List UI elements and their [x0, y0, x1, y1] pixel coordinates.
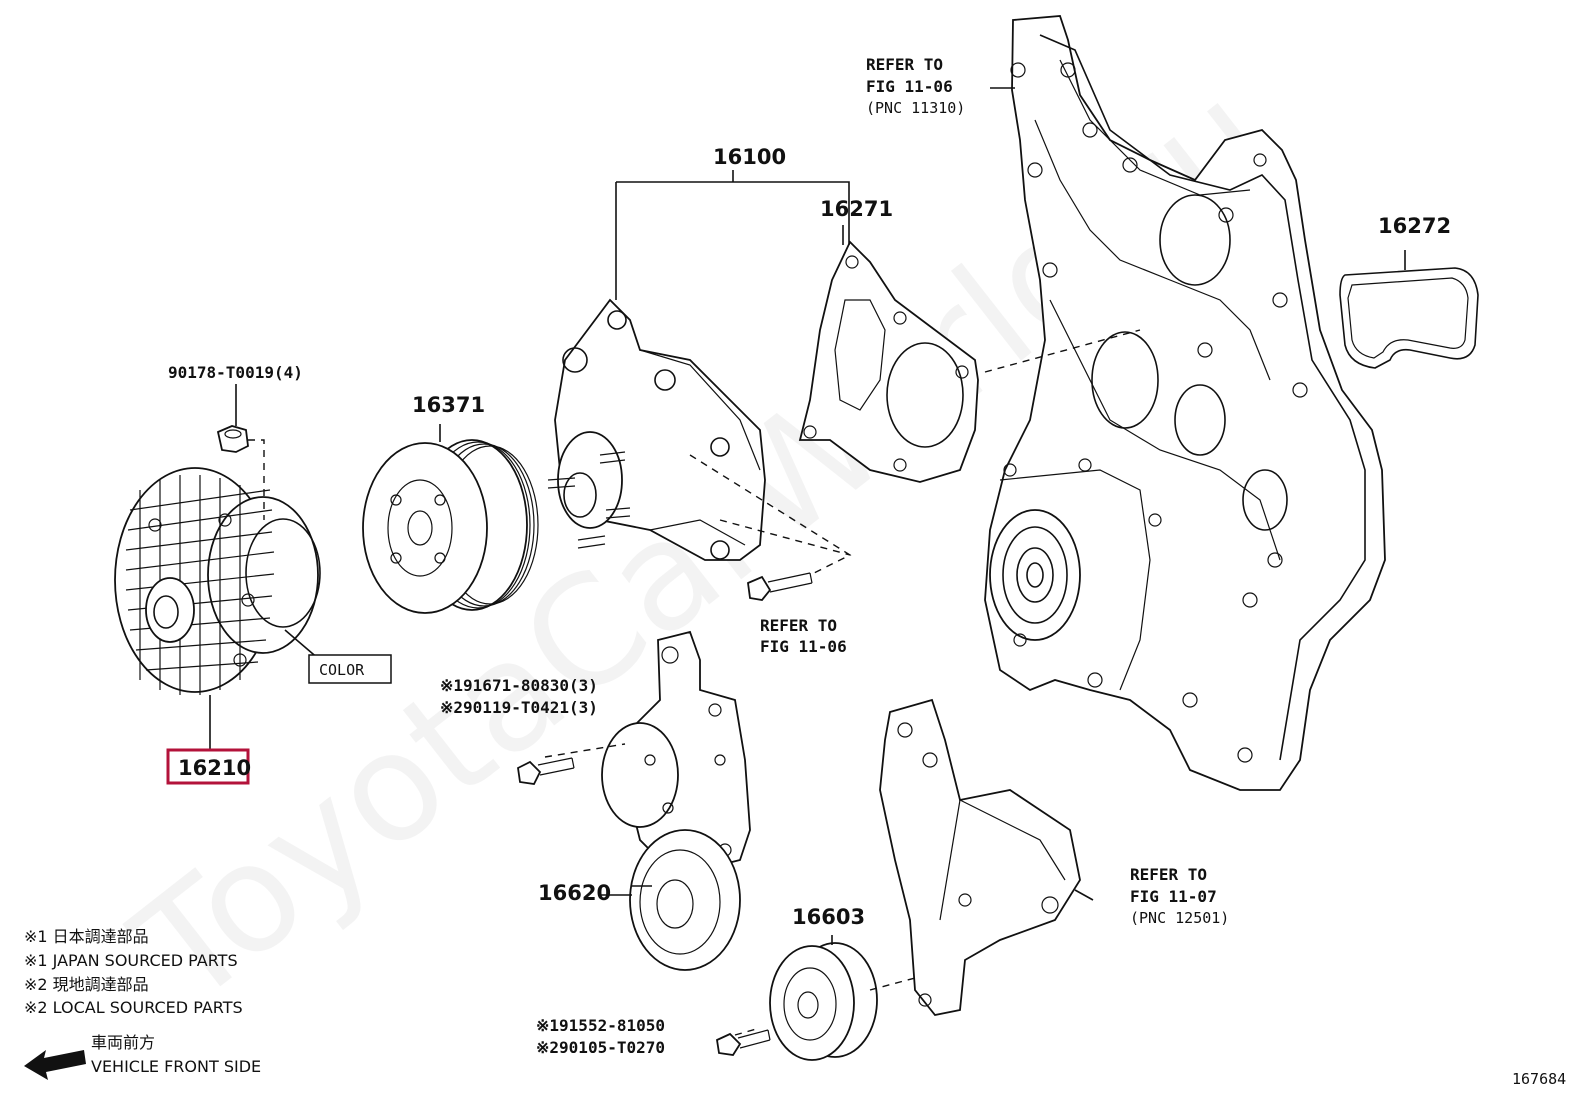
pulley-16371-drawing [362, 439, 539, 614]
timing-cover-drawing [984, 15, 1386, 791]
fig-line: FIG 11-06 [866, 77, 953, 96]
part-label-16371[interactable]: 16371 [412, 393, 485, 417]
fig-line: FIG 11-06 [760, 637, 847, 656]
refer-fig-11-06-top[interactable]: REFER TO FIG 11-06 (PNC 11310) [866, 55, 965, 117]
bolt-drawings [517, 572, 813, 1056]
part-label-16272[interactable]: 16272 [1378, 214, 1451, 238]
idler-pulley-drawing [769, 942, 878, 1061]
legend: ※1 日本調達部品 ※1 JAPAN SOURCED PARTS ※2 現地調達… [24, 927, 243, 1017]
nut-drawing [216, 425, 249, 453]
refer-fig-11-07[interactable]: REFER TO FIG 11-07 (PNC 12501) [1130, 865, 1229, 927]
pnc-line: (PNC 12501) [1130, 909, 1229, 927]
water-pump-drawing [547, 298, 766, 561]
color-box [308, 654, 392, 684]
part-label-bolt-idler-2[interactable]: ※290105-T0270 [536, 1038, 665, 1057]
highlight-box-16210 [166, 748, 250, 785]
gasket-16272-drawing [1339, 267, 1479, 369]
fan-clutch-drawing [114, 467, 321, 695]
refer-to-line: REFER TO [866, 55, 943, 74]
part-label-16100[interactable]: 16100 [713, 145, 786, 169]
figure-number: 167684 [1512, 1070, 1566, 1088]
part-label-nut[interactable]: 90178-T0019(4) [168, 363, 303, 382]
legend-line-1: ※1 日本調達部品 [24, 927, 149, 946]
part-label-16603[interactable]: 16603 [792, 905, 865, 929]
legend-line-2: ※1 JAPAN SOURCED PARTS [24, 951, 238, 970]
gasket-16271-drawing [798, 240, 979, 483]
direction-label-en: VEHICLE FRONT SIDE [91, 1057, 261, 1076]
refer-to-line: REFER TO [760, 616, 837, 635]
part-label-bolt-idler-1[interactable]: ※191552-81050 [536, 1016, 665, 1035]
legend-line-4: ※2 LOCAL SOURCED PARTS [24, 998, 243, 1017]
dashed-assembly-lines [248, 329, 1141, 1036]
part-label-bolt-tensioner-2[interactable]: ※290119-T0421(3) [440, 698, 598, 717]
vehicle-front-arrow-icon [24, 1050, 86, 1080]
pnc-line: (PNC 11310) [866, 99, 965, 117]
part-label-16271[interactable]: 16271 [820, 197, 893, 221]
part-label-bolt-tensioner-1[interactable]: ※191671-80830(3) [440, 676, 598, 695]
direction-label-jp: 車両前方 [91, 1033, 155, 1052]
color-label: COLOR [319, 661, 365, 679]
refer-to-line: REFER TO [1130, 865, 1207, 884]
legend-line-3: ※2 現地調達部品 [24, 975, 149, 994]
part-label-16620[interactable]: 16620 [538, 881, 611, 905]
leader-lines [209, 87, 1406, 945]
refer-fig-11-06-mid[interactable]: REFER TO FIG 11-06 [760, 616, 847, 656]
part-label-16210[interactable]: 16210 [178, 756, 251, 780]
tensioner-drawing [601, 630, 751, 971]
fig-line: FIG 11-07 [1130, 887, 1217, 906]
bracket-drawing [879, 698, 1081, 1016]
